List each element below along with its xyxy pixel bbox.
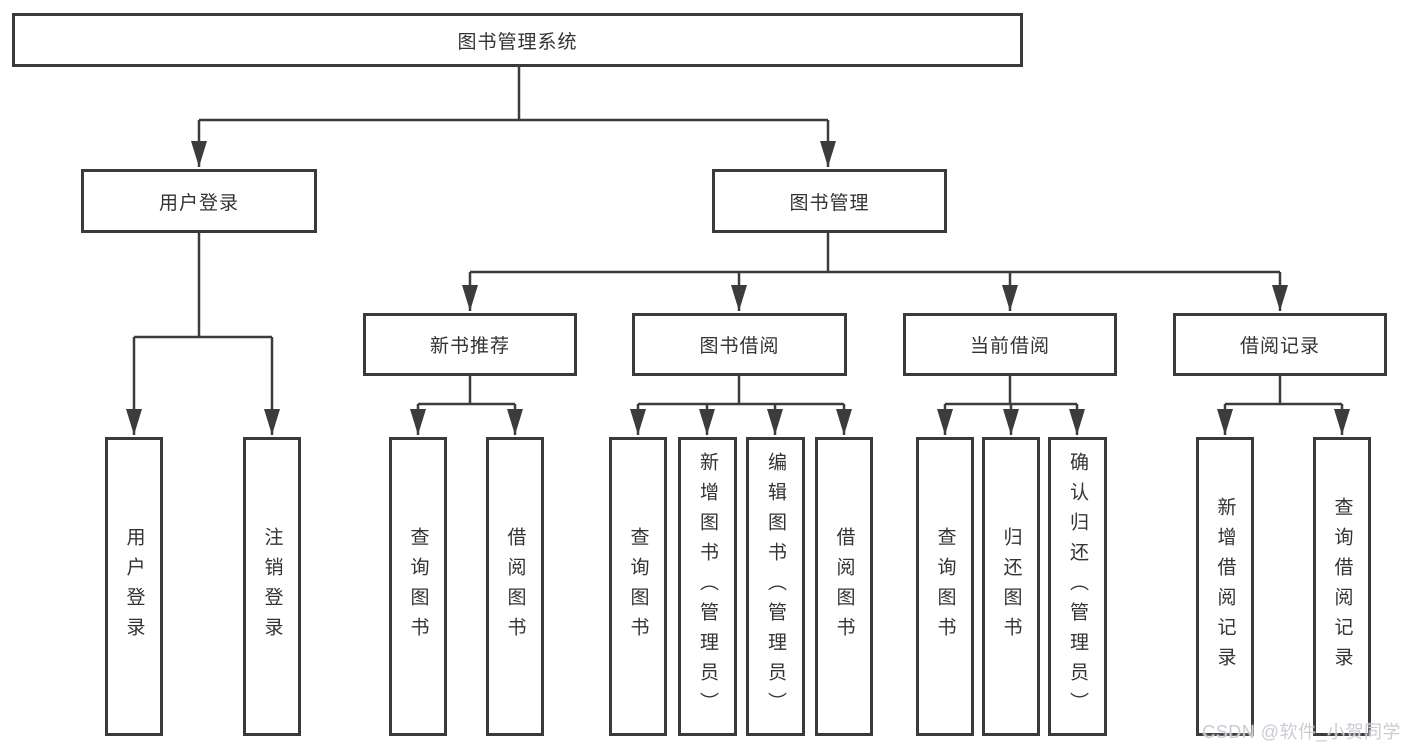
- node-leaf-user-login: 用户登录: [105, 437, 163, 736]
- node-book-management-module: 图书管理: [712, 169, 947, 233]
- node-borrowing-records: 借阅记录: [1173, 313, 1387, 376]
- node-leaf-confirm-return-admin-label: 确认归还（管理员）: [1067, 451, 1088, 722]
- node-current-borrowing-label: 当前借阅: [969, 336, 1050, 357]
- node-leaf-return-books-label: 归还图书: [1000, 526, 1022, 647]
- csdn-watermark: CSDN @软件_小贺同学: [1202, 722, 1401, 742]
- node-leaf-add-borrow-record-label: 新增借阅记录: [1214, 496, 1236, 677]
- node-leaf-recommend-query-books: 查询图书: [389, 437, 447, 736]
- node-leaf-current-query-books-label: 查询图书: [934, 526, 956, 647]
- node-current-borrowing: 当前借阅: [903, 313, 1117, 376]
- node-leaf-user-login-label: 用户登录: [123, 526, 145, 647]
- node-user-login-module: 用户登录: [81, 169, 317, 233]
- node-leaf-edit-books-admin: 编辑图书（管理员）: [746, 437, 805, 736]
- node-leaf-edit-books-admin-label: 编辑图书（管理员）: [765, 451, 786, 722]
- node-book-borrowing-label: 图书借阅: [699, 336, 780, 357]
- node-leaf-recommend-borrow-books: 借阅图书: [486, 437, 544, 736]
- node-new-book-recommend: 新书推荐: [363, 313, 577, 376]
- node-root-system: 图书管理系统: [12, 13, 1023, 67]
- node-leaf-borrow-books-label: 借阅图书: [833, 526, 855, 647]
- node-leaf-logout-label: 注销登录: [261, 526, 283, 647]
- node-leaf-borrow-query-books: 查询图书: [609, 437, 667, 736]
- node-leaf-borrow-books: 借阅图书: [815, 437, 873, 736]
- node-borrowing-records-label: 借阅记录: [1239, 336, 1320, 357]
- node-user-login-module-label: 用户登录: [158, 192, 239, 214]
- node-leaf-query-borrow-record: 查询借阅记录: [1313, 437, 1371, 736]
- node-leaf-borrow-query-books-label: 查询图书: [627, 526, 649, 647]
- node-new-book-recommend-label: 新书推荐: [429, 336, 510, 357]
- node-leaf-confirm-return-admin: 确认归还（管理员）: [1048, 437, 1107, 736]
- node-root-system-label: 图书管理系统: [457, 31, 578, 53]
- node-leaf-return-books: 归还图书: [982, 437, 1040, 736]
- node-leaf-add-books-admin: 新增图书（管理员）: [678, 437, 737, 736]
- node-leaf-add-books-admin-label: 新增图书（管理员）: [697, 451, 718, 722]
- node-book-management-module-label: 图书管理: [789, 192, 870, 214]
- node-leaf-add-borrow-record: 新增借阅记录: [1196, 437, 1254, 736]
- node-leaf-recommend-query-books-label: 查询图书: [407, 526, 429, 647]
- node-leaf-logout: 注销登录: [243, 437, 301, 736]
- node-leaf-recommend-borrow-books-label: 借阅图书: [504, 526, 526, 647]
- node-book-borrowing: 图书借阅: [632, 313, 847, 376]
- node-leaf-query-borrow-record-label: 查询借阅记录: [1331, 496, 1353, 677]
- node-leaf-current-query-books: 查询图书: [916, 437, 974, 736]
